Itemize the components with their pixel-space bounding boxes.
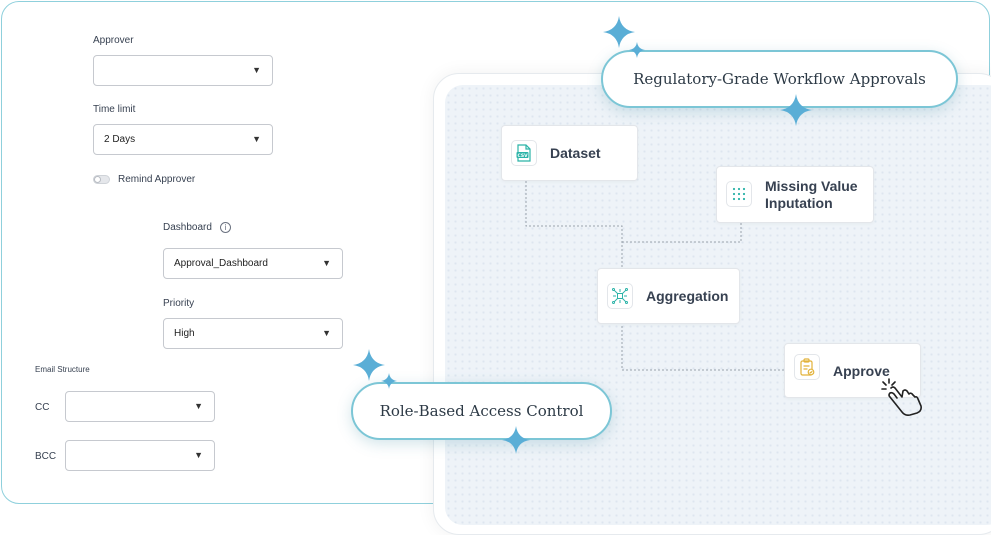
caret-down-icon: ▼ [252,134,261,144]
node-missing-value-label: Missing Value Inputation [765,178,858,212]
connector-dataset-aggregation [525,181,623,270]
priority-value: High [174,328,195,339]
caret-down-icon: ▼ [194,401,203,411]
bcc-label: BCC [35,451,57,462]
info-icon[interactable]: i [220,222,231,233]
svg-text:CSV: CSV [517,153,528,159]
sparkle-icon [353,349,397,389]
dashboard-label: Dashboard [163,222,212,233]
csv-file-icon: CSV [511,140,537,166]
node-missing-value[interactable]: Missing Value Inputation [716,166,874,223]
time-limit-value: 2 Days [104,134,136,145]
priority-select[interactable]: High ▼ [163,318,343,349]
time-limit-select[interactable]: 2 Days ▼ [93,124,273,155]
grid-dots-icon [726,181,752,207]
node-dataset-label: Dataset [550,145,601,161]
node-missing-line2: Inputation [765,195,833,211]
callout-regulatory-text: Regulatory-Grade Workflow Approvals [633,70,926,88]
email-structure-heading: Email Structure [35,365,90,374]
connector-aggregation-approve [621,322,784,371]
caret-down-icon: ▼ [194,450,203,460]
node-missing-line1: Missing Value [765,178,858,194]
node-approve[interactable]: Approve [784,343,921,398]
node-approve-label: Approve [833,363,890,379]
callout-role-text: Role-Based Access Control [379,402,584,420]
caret-down-icon: ▼ [322,258,331,268]
clipboard-check-icon [794,354,820,380]
connector-missing-aggregation [622,223,742,243]
bcc-select[interactable]: ▼ [65,440,215,471]
sparkle-icon [780,94,812,126]
approver-select[interactable]: ▼ [93,55,273,86]
sparkle-icon [603,16,645,58]
cc-label: CC [35,402,50,413]
dashboard-select[interactable]: Approval_Dashboard ▼ [163,248,343,279]
time-limit-label: Time limit [93,104,136,115]
callout-regulatory: Regulatory-Grade Workflow Approvals [601,50,958,108]
priority-label: Priority [163,298,195,309]
node-aggregation[interactable]: Aggregation [597,268,740,324]
caret-down-icon: ▼ [322,328,331,338]
callout-role: Role-Based Access Control [351,382,612,440]
hand-pointer-icon [881,378,922,416]
workflow-connectors [525,181,784,371]
node-dataset[interactable]: CSV Dataset [501,125,638,181]
remind-approver-label: Remind Approver [118,174,196,185]
sparkle-icon [502,426,530,454]
approver-label: Approver [93,35,134,46]
remind-approver-toggle[interactable] [93,175,110,184]
node-aggregation-label: Aggregation [646,288,729,304]
toggle-knob [94,176,101,183]
aggregation-icon [607,283,633,309]
caret-down-icon: ▼ [252,65,261,75]
cc-select[interactable]: ▼ [65,391,215,422]
dashboard-value: Approval_Dashboard [174,258,268,269]
